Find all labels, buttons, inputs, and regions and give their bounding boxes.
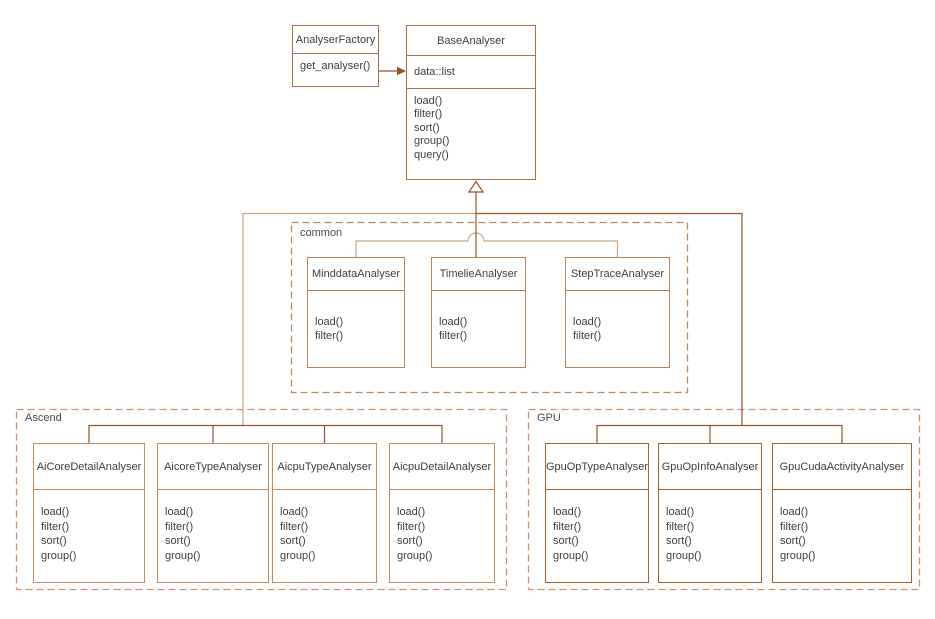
class-title: MinddataAnalyser — [308, 258, 404, 291]
method: group() — [780, 549, 816, 562]
method: filter() — [439, 330, 468, 342]
method: filter() — [315, 330, 344, 342]
common-fan-connector — [355, 232, 619, 258]
class-box-minddata-analyser: MinddataAnalyser load() filter() — [307, 257, 405, 368]
ascend-fan-connector — [88, 424, 443, 443]
attribute: data::list — [414, 66, 455, 78]
class-title: GpuOpInfoAnalyser — [659, 444, 761, 490]
class-methods: load() filter() sort() group() — [659, 490, 761, 563]
method: load() — [41, 506, 70, 518]
class-title: TimelieAnalyser — [432, 258, 525, 291]
inheritance-triangle-icon — [467, 180, 485, 193]
class-methods: get_analyser() — [293, 54, 378, 73]
method: load() — [439, 316, 468, 328]
group-label-common: common — [300, 227, 343, 239]
method: load() — [315, 316, 344, 328]
method: filter() — [780, 520, 809, 533]
class-title: AiCoreDetailAnalyser — [34, 444, 144, 490]
method: group() — [666, 549, 702, 562]
method: filter() — [666, 520, 695, 533]
class-methods: load() filter() sort() group() — [546, 490, 648, 563]
class-methods: load() filter() sort() group() — [273, 490, 376, 563]
method: load() — [280, 506, 309, 518]
method: group() — [414, 135, 450, 148]
class-methods: load() filter() sort() group() — [34, 490, 144, 563]
method: sort() — [280, 535, 306, 547]
class-title: AicpuTypeAnalyser — [273, 444, 376, 490]
method: load() — [573, 316, 602, 328]
method: sort() — [165, 535, 191, 547]
method: filter() — [41, 520, 70, 533]
method: group() — [397, 549, 433, 562]
class-box-steptrace-analyser: StepTraceAnalyser load() filter() — [565, 257, 670, 368]
method: group() — [280, 549, 316, 562]
method: filter() — [280, 520, 309, 533]
class-box-gpuopinfo-analyser: GpuOpInfoAnalyser load() filter() sort()… — [658, 443, 762, 583]
method: sort() — [780, 535, 806, 547]
class-methods: load() filter() — [566, 291, 669, 343]
class-box-aicpudetail-analyser: AicpuDetailAnalyser load() filter() sort… — [389, 443, 495, 583]
class-box-base-analyser: BaseAnalyser data::list load() filter() … — [406, 25, 536, 180]
method: sort() — [414, 121, 440, 134]
method: filter() — [397, 520, 426, 533]
method: group() — [41, 549, 77, 562]
factory-to-base-arrowhead-icon — [397, 66, 406, 76]
class-methods: load() filter() sort() group() query() — [407, 89, 535, 162]
class-methods: load() filter() sort() group() — [773, 490, 911, 563]
class-methods: load() filter() — [308, 291, 404, 343]
class-title: StepTraceAnalyser — [566, 258, 669, 291]
gpu-group-border — [527, 408, 921, 591]
method: load() — [780, 506, 809, 518]
method: filter() — [553, 520, 582, 533]
class-box-aicoretype-analyser: AicoreTypeAnalyser load() filter() sort(… — [157, 443, 269, 583]
class-attributes: data::list — [407, 56, 535, 89]
method: group() — [165, 549, 201, 562]
class-box-timelie-analyser: TimelieAnalyser load() filter() — [431, 257, 526, 368]
method: sort() — [666, 535, 692, 547]
class-title: AicoreTypeAnalyser — [158, 444, 268, 490]
class-title: GpuOpTypeAnalyser — [546, 444, 648, 490]
method: query() — [414, 148, 449, 161]
method: load() — [165, 506, 194, 518]
class-box-aicputype-analyser: AicpuTypeAnalyser load() filter() sort()… — [272, 443, 377, 583]
class-box-gpuoptype-analyser: GpuOpTypeAnalyser load() filter() sort()… — [545, 443, 649, 583]
group-label-gpu: GPU — [537, 412, 561, 424]
class-box-aicoredetail-analyser: AiCoreDetailAnalyser load() filter() sor… — [33, 443, 145, 583]
method: sort() — [397, 535, 423, 547]
method: load() — [666, 506, 695, 518]
method: filter() — [165, 520, 194, 533]
class-methods: load() filter() sort() group() — [158, 490, 268, 563]
method: load() — [414, 95, 443, 107]
group-label-ascend: Ascend — [25, 412, 62, 424]
method: group() — [553, 549, 589, 562]
method: load() — [553, 506, 582, 518]
common-group-border — [290, 221, 689, 394]
class-title: AnalyserFactory — [293, 26, 378, 54]
class-box-analyser-factory: AnalyserFactory get_analyser() — [292, 25, 379, 87]
class-title: GpuCudaActivityAnalyser — [773, 444, 911, 490]
ascend-group-border — [15, 408, 508, 591]
method: filter() — [573, 330, 602, 342]
class-title: BaseAnalyser — [407, 26, 535, 56]
class-box-gpucudaactivity-analyser: GpuCudaActivityAnalyser load() filter() … — [772, 443, 912, 583]
gpu-fan-connector — [596, 424, 843, 443]
method: filter() — [414, 108, 443, 121]
method: sort() — [41, 535, 67, 547]
method: sort() — [553, 535, 579, 547]
method: get_analyser() — [300, 60, 371, 72]
gpu-to-base-connector — [476, 212, 743, 425]
class-title: AicpuDetailAnalyser — [390, 444, 494, 490]
method: load() — [397, 506, 426, 518]
class-methods: load() filter() sort() group() — [390, 490, 494, 563]
class-methods: load() filter() — [432, 291, 525, 343]
ascend-to-base-connector — [242, 212, 476, 425]
